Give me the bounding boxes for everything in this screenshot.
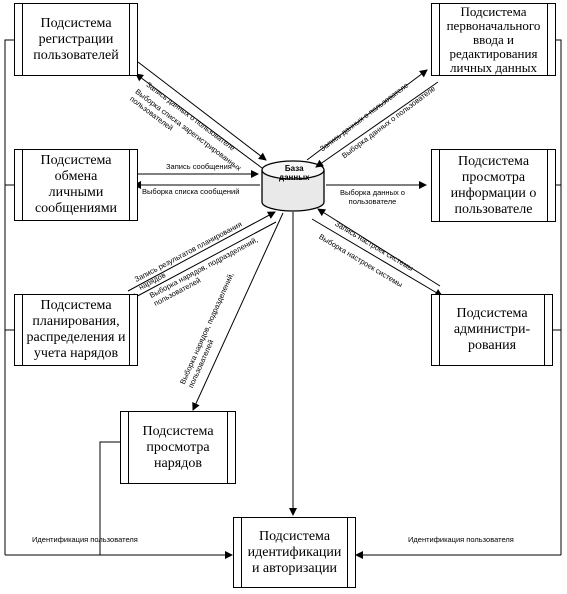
subsystem-initial-input-title: Подсистема первоначального ввода и редак… <box>446 3 541 75</box>
flow-arrow-db-to-planning <box>129 221 277 301</box>
flow-arrow-initial-input-to-db <box>315 81 439 168</box>
subsystem-auth-title: Подсистема идентификации и авторизации <box>247 528 342 576</box>
flow-arrow-db-to-initial-input <box>306 69 428 161</box>
flow-arrow-planning-to-db <box>127 211 276 292</box>
subsystem-user-view-title: Подсистема просмотра информации о пользо… <box>450 153 537 217</box>
flow-arrow-admin-to-db <box>317 208 441 287</box>
subsystem-initial-input: Подсистема первоначального ввода и редак… <box>431 3 556 76</box>
subsystem-registration-title: Подсистема регистрации пользователей <box>33 15 119 63</box>
subsystem-admin: Подсистема администри- рования <box>431 294 553 366</box>
ident-bus-left-tap-orders <box>99 441 120 555</box>
subsystem-orders-view-title: Подсистема просмотра нарядов <box>142 423 214 471</box>
subsystem-auth: Подсистема идентификации и авторизации <box>233 517 356 588</box>
database-cylinder-icon <box>261 160 325 212</box>
subsystem-user-view: Подсистема просмотра информации о пользо… <box>431 149 556 222</box>
flow-label-msg-write: Запись сообщения <box>166 162 232 171</box>
database-label: База данных <box>279 164 310 182</box>
ident-bus-left <box>4 39 14 555</box>
subsystem-messages-title: Подсистема обмена личными сообщениями <box>34 153 118 216</box>
flow-label-view-select: Выборка данных о пользователе <box>340 188 405 206</box>
flow-arrow-db-to-registration <box>135 73 263 169</box>
subsystem-admin-title: Подсистема администри- рования <box>453 306 531 353</box>
flow-arrow-db-to-orders-view <box>192 212 284 411</box>
ident-bus-right <box>556 39 562 555</box>
subsystem-messages: Подсистема обмена личными сообщениями <box>14 149 138 221</box>
flow-label-msg-select: Выборка списка сообщений <box>142 187 240 196</box>
flow-label-ident-right: Идентификация пользователя <box>408 535 514 544</box>
subsystem-planning: Подсистема планирования, распределения и… <box>14 294 138 366</box>
flow-label-ident-left: Идентификация пользователя <box>32 535 138 544</box>
flow-arrow-db-to-admin <box>311 218 443 297</box>
subsystem-planning-title: Подсистема планирования, распределения и… <box>26 298 126 361</box>
subsystem-orders-view: Подсистема просмотра нарядов <box>120 411 236 484</box>
subsystem-registration: Подсистема регистрации пользователей <box>14 3 138 76</box>
flow-arrow-registration-to-db <box>137 61 267 161</box>
